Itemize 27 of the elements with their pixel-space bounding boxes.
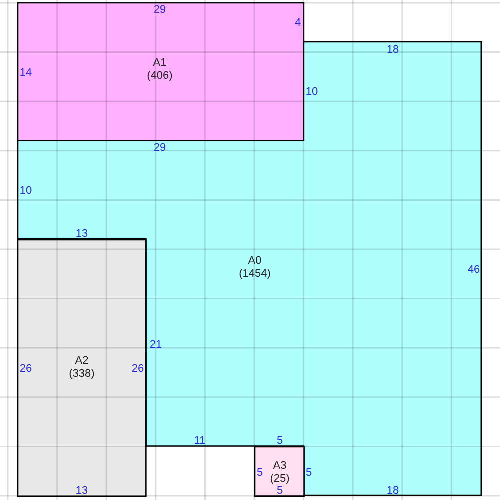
- wall-length: 5: [276, 435, 284, 447]
- wall-length: 18: [386, 44, 400, 56]
- wall-length: 10: [306, 86, 318, 98]
- wall-length: 26: [132, 363, 144, 375]
- wall-length: 29: [154, 4, 166, 16]
- wall-length: 29: [154, 142, 166, 154]
- wall-length: 21: [150, 339, 162, 351]
- wall-length: 13: [76, 228, 88, 240]
- room-name: A2: [74, 354, 90, 368]
- wall-length: 5: [306, 467, 312, 479]
- wall-length: 5: [256, 467, 264, 479]
- wall-length: 13: [76, 485, 88, 497]
- room-area-value: (25): [270, 472, 290, 486]
- room-area-value: (1454): [239, 268, 271, 281]
- room-name: A0: [247, 254, 263, 268]
- room-area-value: (406): [147, 70, 173, 83]
- room-area-value: (338): [69, 368, 95, 381]
- wall-length: 14: [20, 67, 32, 79]
- room-name: A1: [152, 57, 168, 70]
- wall-length: 18: [386, 485, 400, 497]
- wall-length: 11: [194, 435, 206, 447]
- wall-length: 4: [294, 17, 302, 29]
- wall-length: 46: [468, 264, 480, 276]
- room-name: A3: [272, 460, 288, 473]
- wall-length: 26: [20, 363, 32, 375]
- wall-length: 5: [276, 485, 284, 497]
- wall-length: 10: [20, 185, 32, 197]
